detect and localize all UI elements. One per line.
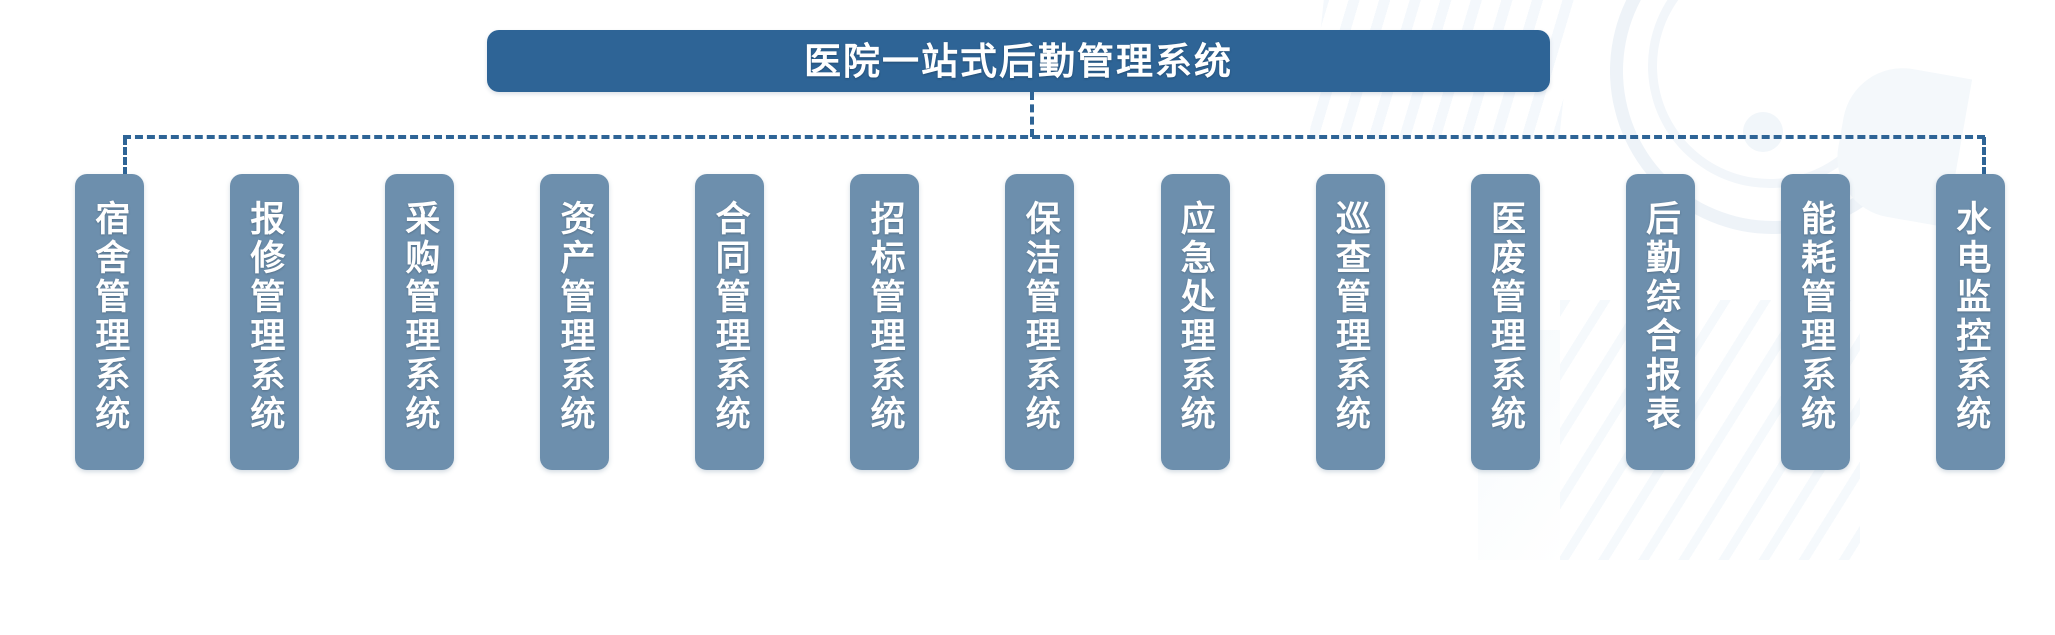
background-dot-decoration — [1743, 112, 1783, 152]
leaf-node-contract-management[interactable]: 合同管理系统 — [695, 174, 765, 470]
leaf-node-dormitory-management[interactable]: 宿舍管理系统 — [75, 174, 144, 470]
leaf-node-medical-waste-management[interactable]: 医废管理系统 — [1470, 174, 1540, 470]
leaf-node-label: 水电监控系统 — [1951, 200, 1991, 434]
leaf-node-repair-request-management[interactable]: 报修管理系统 — [230, 174, 300, 470]
leaf-node-label: 应急处理系统 — [1175, 200, 1215, 434]
leaf-node-inspection-management[interactable]: 巡查管理系统 — [1315, 174, 1385, 470]
leaf-node-label: 合同管理系统 — [710, 200, 750, 434]
connector-drop-left — [123, 137, 127, 175]
leaf-node-water-electricity-monitoring[interactable]: 水电监控系统 — [1935, 174, 2005, 470]
connector-stem-vertical — [1030, 92, 1034, 137]
leaf-node-label: 巡查管理系统 — [1330, 200, 1370, 434]
leaf-node-label: 医废管理系统 — [1485, 200, 1525, 434]
leaf-node-energy-consumption-management[interactable]: 能耗管理系统 — [1780, 174, 1850, 470]
leaf-node-emergency-response[interactable]: 应急处理系统 — [1160, 174, 1230, 470]
connector-horizontal-bus — [123, 135, 1985, 139]
leaf-node-asset-management[interactable]: 资产管理系统 — [540, 174, 610, 470]
root-node[interactable]: 医院一站式后勤管理系统 — [487, 30, 1550, 92]
leaf-node-label: 采购管理系统 — [400, 200, 440, 434]
leaf-node-label: 宿舍管理系统 — [90, 200, 130, 434]
connector-drop-right — [1982, 137, 1986, 175]
leaf-node-row: 宿舍管理系统 报修管理系统 采购管理系统 资产管理系统 合同管理系统 招标管理系… — [75, 174, 2005, 470]
root-node-label: 医院一站式后勤管理系统 — [804, 40, 1233, 82]
leaf-node-label: 后勤综合报表 — [1641, 200, 1681, 434]
leaf-node-label: 招标管理系统 — [865, 200, 905, 434]
leaf-node-procurement-management[interactable]: 采购管理系统 — [385, 174, 455, 470]
leaf-node-label: 报修管理系统 — [245, 200, 285, 434]
leaf-node-cleaning-management[interactable]: 保洁管理系统 — [1005, 174, 1075, 470]
leaf-node-label: 资产管理系统 — [555, 200, 595, 434]
leaf-node-label: 能耗管理系统 — [1796, 200, 1836, 434]
leaf-node-label: 保洁管理系统 — [1020, 200, 1060, 434]
leaf-node-logistics-comprehensive-report[interactable]: 后勤综合报表 — [1625, 174, 1695, 470]
leaf-node-bidding-management[interactable]: 招标管理系统 — [850, 174, 920, 470]
